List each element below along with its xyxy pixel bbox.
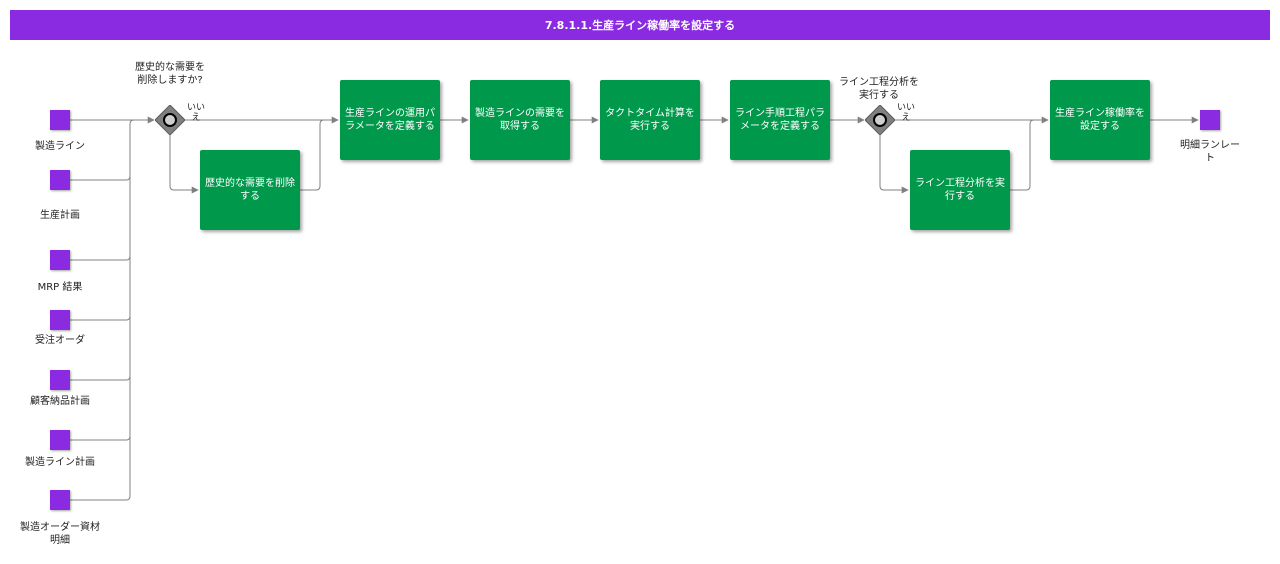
data-object-in1[interactable] [50,110,70,130]
flow-t1-out [300,119,325,191]
task-line-process-analysis[interactable]: ライン工程分析を実行する [910,150,1010,230]
data-object-in4[interactable] [50,310,70,330]
data-object-label: 製造ライン計画 [25,457,95,468]
task-takt-time[interactable]: タクトタイム計算を実行する [600,80,700,160]
task-delete-history-demand[interactable]: 歴史的な需要を削除する [200,150,300,230]
exclusive-gateway-2[interactable] [865,105,895,135]
flow-gw2-yes [879,135,909,194]
flow-t6-out [1010,119,1035,191]
data-object-in5[interactable] [50,370,70,390]
flow-gw1-yes [169,135,199,194]
data-object-output[interactable] [1200,110,1220,130]
data-object-in7[interactable] [50,490,70,510]
data-object-label: 生産計画 [40,210,80,221]
exclusive-gateway-1[interactable] [155,105,185,135]
diagram-title: 7.8.1.1.生産ライン稼働率を設定する [10,10,1270,40]
output-label: 明細ランレート [1180,140,1240,164]
data-object-in2[interactable] [50,170,70,190]
task-define-line-params[interactable]: 生産ラインの運用パラメータを定義する [340,80,440,160]
data-object-in3[interactable] [50,250,70,270]
flow-in2 [70,175,131,181]
flow-in4 [70,315,131,321]
data-object-in6[interactable] [50,430,70,450]
task-get-line-demand[interactable]: 製造ラインの需要を取得する [470,80,570,160]
flow-in5 [70,375,131,381]
data-object-label: 受注オーダ [35,335,85,346]
flow-merge-vertical [129,119,135,496]
gateway-no-label: いいえ [896,103,915,123]
gateway-no-label: いいえ [186,103,205,123]
data-object-label: 製造オーダー資材明細 [20,522,100,546]
data-object-label: 顧客納品計画 [30,396,90,407]
data-object-label: 製造ライン [35,141,85,152]
gateway-question: 歴史的な需要を削除しますか? [135,62,205,86]
data-object-label: MRP 結果 [37,282,83,293]
flow-in7 [70,495,131,501]
task-set-line-utilization[interactable]: 生産ライン稼働率を設定する [1050,80,1150,160]
flow-in3 [70,255,131,261]
task-define-sequence-params[interactable]: ライン手順工程パラメータを定義する [730,80,830,160]
gateway-question: ライン工程分析を実行する [839,77,919,101]
flow-in6 [70,435,131,441]
